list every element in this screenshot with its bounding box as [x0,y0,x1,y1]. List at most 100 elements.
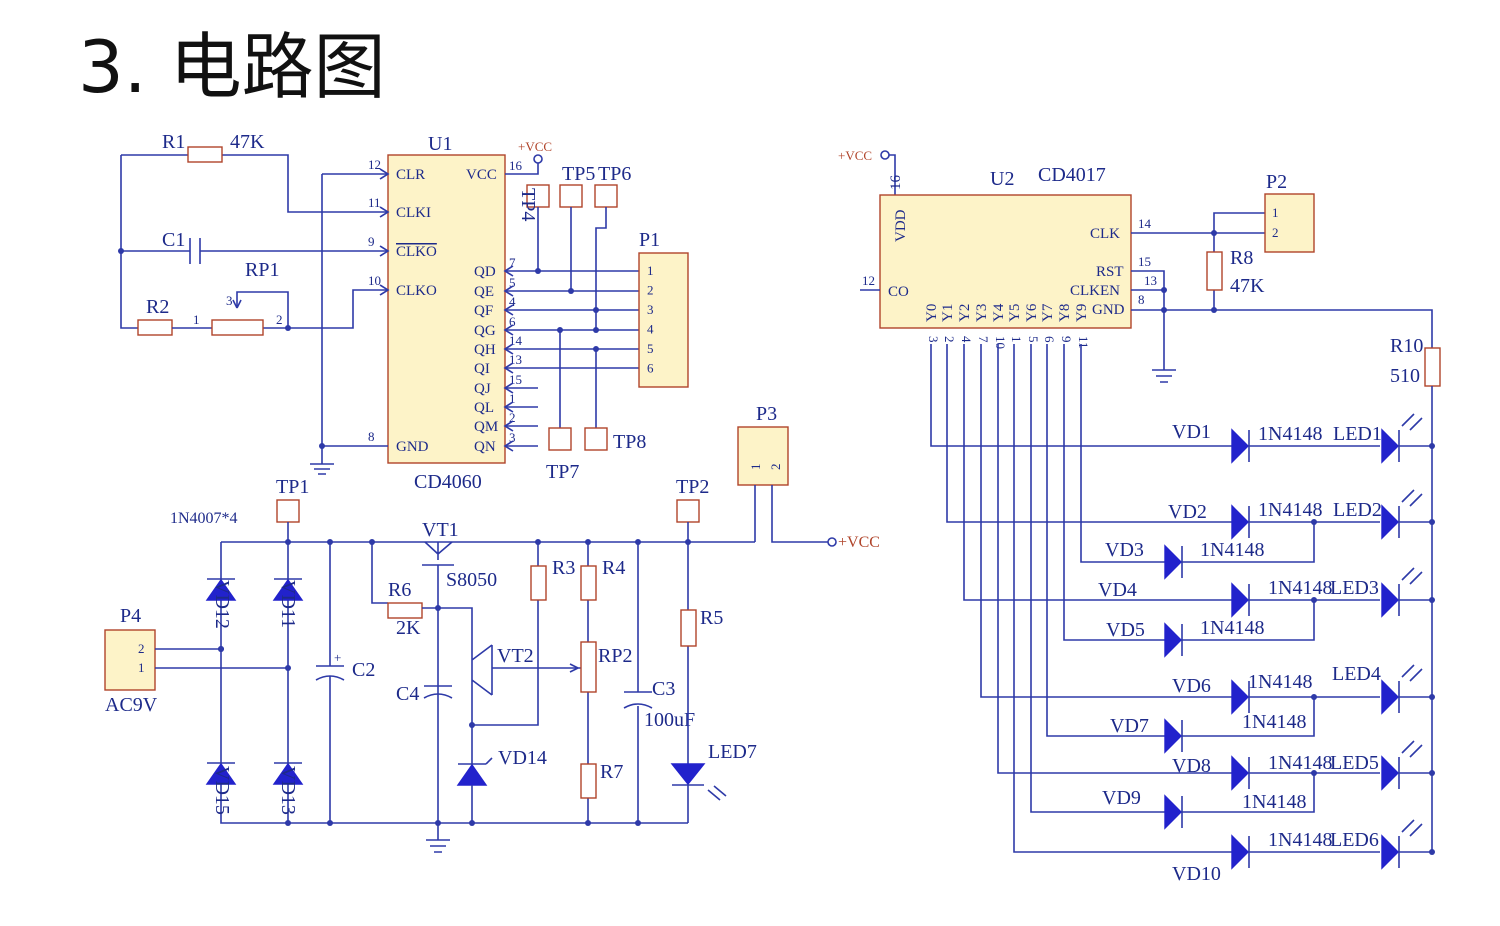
u2-output-num: 3 [926,336,941,343]
tp6-label: TP6 [598,163,631,185]
n4148-label: 1N4148 [1258,499,1322,521]
resistor-r8 [1206,251,1223,291]
vd7-label: VD7 [1110,715,1149,737]
tp8-label: TP8 [613,431,646,453]
u1-pin-name-right: QH [474,342,496,358]
u2-output-num: 11 [1076,336,1091,349]
led1-label: LED1 [1333,423,1382,445]
diode-vd6 [1231,679,1250,715]
c4-label: C4 [396,683,419,705]
tp4-label: TP4 [517,188,539,221]
n4148-label: 1N4148 [1242,711,1306,733]
vd1-label: VD1 [1172,421,1211,443]
vd6-label: VD6 [1172,675,1211,697]
p1-pin-num: 5 [647,341,654,356]
vt2-label: VT2 [497,645,534,667]
u2-output-name: Y9 [1074,304,1090,322]
diode-vd15 [205,762,237,785]
u2-output-num: 10 [993,336,1008,349]
r6-value: 2K [396,617,421,639]
u2-output-num: 4 [959,336,974,343]
n4148-label: 1N4148 [1268,577,1332,599]
u1-pin-num-left: 8 [368,429,375,444]
tp1-label: TP1 [276,476,309,498]
u2-output-num: 6 [1042,336,1057,343]
p3-label: P3 [756,403,777,425]
u1-pin-num-left: 10 [368,273,381,288]
u1-pin-num-right: 7 [509,255,516,270]
bridge-diodes-label: 1N4007*4 [170,510,238,527]
testpoint-tp1 [276,499,300,523]
u2-vdd: VDD [893,209,909,242]
diode-vd7 [1164,718,1183,754]
r6-label: R6 [388,579,411,601]
u2-output-name: Y0 [924,304,940,322]
led2-label: LED2 [1333,499,1382,521]
vd13-label: VD13 [277,766,299,815]
resistor-r4 [580,565,597,601]
c3-value: 100uF [644,709,695,731]
u1-pin-name-right: QM [474,419,498,435]
testpoint-tp5 [559,184,583,208]
r5-label: R5 [700,607,723,629]
r8-value: 47K [1230,275,1265,297]
u2-clken-num: 13 [1144,273,1157,288]
u2-counter-section: +VCC 16 U2 CD4017 VDD 12 CO CLK RST CLKE… [838,148,1441,885]
n4148-label: 1N4148 [1248,671,1312,693]
p3-vcc-label: +VCC [838,534,880,551]
vd12-label: VD12 [211,580,233,629]
u1-pin-name-left: CLR [396,167,425,183]
tp7-label: TP7 [546,461,579,483]
u2-output-name: Y3 [974,304,990,322]
connector-p2 [1264,193,1315,253]
vd3-label: VD3 [1105,539,1144,561]
r10-value: 510 [1390,365,1420,387]
tp5-label: TP5 [562,163,595,185]
diode-vd12 [205,578,237,601]
u1-pin-num-left: 9 [368,234,375,249]
ac9v-label: AC9V [105,694,158,716]
u1-pin-name-right: QJ [474,381,491,397]
u2-output-name: Y7 [1040,303,1056,322]
u1-pin-name-right: QE [474,284,494,300]
r1-label: R1 [162,131,185,153]
u2-gnd: GND [1092,302,1125,318]
p4-label: P4 [120,605,141,627]
u1-pin-name-left: CLKO [396,283,437,299]
u2-vcc-label: +VCC [838,148,872,163]
u2-vdd-num: 16 [888,175,904,191]
led4-symbol [1381,664,1423,715]
u1-pin-name-left: CLKO [396,244,437,260]
svg-text:2: 2 [276,312,283,327]
u1-pin-name-left: GND [396,439,429,455]
u2-output-num: 5 [1026,336,1041,343]
led2-symbol [1381,489,1423,540]
u2-output-name: Y5 [1007,304,1023,322]
led7-label: LED7 [708,741,757,763]
u2-rst: RST [1096,264,1124,280]
r1-value: 47K [230,131,265,153]
r8-label: R8 [1230,247,1253,269]
diode-vd10 [1231,834,1250,870]
diode-vd1 [1231,428,1250,464]
u1-pin-num-right: 4 [509,294,516,309]
vd5-label: VD5 [1106,619,1145,641]
resistor-r3 [530,565,547,601]
n4148-label: 1N4148 [1268,829,1332,851]
u1-pin-num-left: 12 [368,157,381,172]
r2-label: R2 [146,296,169,318]
resistor-r5 [680,609,697,647]
u2-output-name: Y1 [940,304,956,322]
r3-label: R3 [552,557,575,579]
u2-co: CO [888,284,909,300]
connector-p3 [737,426,789,486]
c2-label: C2 [352,659,375,681]
u2-clken: CLKEN [1070,283,1120,299]
resistor-r1 [187,146,223,163]
u2-co-num: 12 [862,273,875,288]
cd4060-label: CD4060 [414,471,482,493]
led6-symbol [1381,819,1423,870]
svg-text:3: 3 [226,293,233,308]
u1-pin-name-right: QN [474,439,496,455]
resistor-r7 [580,763,597,799]
